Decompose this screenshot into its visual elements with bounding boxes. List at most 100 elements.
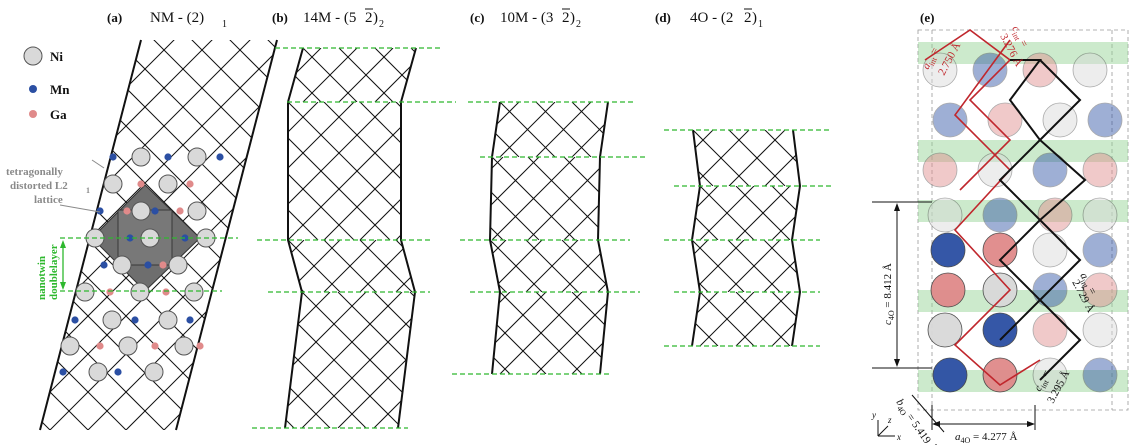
mn-atom (131, 316, 139, 324)
panel-a-grid-line (40, 40, 147, 430)
ni-atom (75, 282, 95, 302)
panel-b-grid-line (0, 292, 114, 428)
panel-c-grid-line (742, 240, 794, 292)
mn-atom (932, 102, 968, 138)
legend-ni-label: Ni (50, 49, 63, 64)
panel-d-grid-line (836, 240, 888, 292)
ni-atom (1082, 197, 1118, 233)
a4o-label: a4O = 4.277 Å (955, 431, 1017, 445)
ni-atom (922, 52, 958, 88)
panel-b-grid-line (590, 292, 726, 428)
panel-d-grid-line (727, 240, 781, 292)
panel-a-grid-line (524, 30, 944, 445)
panel-d-grid (260, 130, 1133, 346)
panel-b-grid-line (698, 292, 834, 428)
panel-b-grid-line (447, 48, 501, 102)
panel-d-grid-line (621, 130, 677, 186)
panel-a-grid-line (448, 30, 868, 445)
panel-b-grid-line (554, 292, 690, 428)
tetragonal-label-sub: 1 (86, 186, 90, 195)
panel-d-grid-line (404, 240, 456, 292)
panel-d-grid-line (764, 130, 800, 186)
panel-d-grid-line (628, 292, 682, 346)
panel-d-grid-line (592, 292, 646, 346)
panel-d-grid-line (801, 130, 857, 186)
panel-b-grid-line (519, 48, 573, 102)
panel-b-grid-line (504, 240, 556, 292)
ga-atom (106, 288, 114, 296)
panel-d-grid-line (872, 240, 924, 292)
ga-atom (930, 272, 966, 308)
mn-atom (186, 316, 194, 324)
panel-c-grid-line (346, 240, 398, 292)
panel-d-title: (d) 4O - (2 2 ) 1 (655, 8, 763, 30)
mn-atom (930, 232, 966, 268)
panel-d-grid-line (808, 186, 862, 240)
panel-d-title-bar: 2 (744, 10, 752, 26)
ni-atom (88, 362, 108, 382)
panel-b-grid-line (285, 292, 295, 428)
panel-d-segment (441, 130, 857, 186)
panel-b-grid-line (483, 48, 537, 102)
panel-b-grid-line (0, 292, 42, 428)
panel-d-grid-line (304, 186, 358, 240)
panel-c-grid-line (490, 240, 543, 292)
panel-d-grid-line (448, 292, 502, 346)
ni-atom (927, 197, 963, 233)
mn-atom (216, 153, 224, 161)
panel-a-grid-line (296, 30, 716, 445)
ga-atom (982, 232, 1018, 268)
ni-atom (174, 336, 194, 356)
panel-c-grid-line (204, 157, 287, 240)
panel-a-tag: (a) (107, 10, 122, 25)
panel-d-grid-line (584, 240, 636, 292)
panel-c-grid-line (634, 240, 686, 292)
panel-b-grid-line (432, 240, 484, 292)
panel-b-grid-line (0, 292, 6, 428)
panel-e-title: (e) (920, 10, 934, 25)
panel-c-grid-line (860, 102, 915, 157)
panel-c-grid-line (356, 102, 411, 157)
panel-c-grid-line (778, 240, 830, 292)
panel-d-grid-line (1124, 240, 1133, 292)
panel-a-grid-line (372, 30, 792, 445)
panel-a-boundary-right (175, 39, 278, 431)
panel-d-grid-line (296, 240, 348, 292)
panel-b-grid-line (735, 48, 789, 102)
panel-b-grid-line (684, 102, 822, 240)
panel-a-arrowhead-up (60, 240, 66, 248)
panel-b-grid-line (554, 292, 690, 428)
panel-c-grid-line (527, 157, 608, 240)
ga-atom (123, 207, 131, 215)
panel-d-grid-line (340, 186, 394, 240)
panel-b-grid-line (648, 102, 786, 240)
ni-atom (112, 255, 132, 275)
panel-d-grid-line (556, 186, 610, 240)
panel-d-grid-line (260, 240, 312, 292)
panel-d-grid-line (548, 240, 600, 292)
panel-b-grid-line (720, 240, 772, 292)
panel-b-grid-line (373, 292, 416, 428)
panel-d-grid-line (440, 240, 492, 292)
panel-d-grid-line (692, 240, 745, 292)
panel-b-grid-line (555, 48, 609, 102)
panel-d-grid-line (268, 186, 322, 240)
panel-c-grid-line (599, 157, 608, 240)
panel-d-grid-line (441, 130, 497, 186)
panel-d-grid-line (332, 240, 384, 292)
panel-b-grid-line (285, 102, 319, 240)
panel-a-grid-line (105, 40, 277, 430)
panel-d-grid-line (692, 130, 750, 186)
panel-e-atoms (922, 52, 1123, 393)
panel-b-grid-line (122, 292, 258, 428)
panel-b-segment (159, 48, 789, 102)
panel-b-grid-line (159, 48, 213, 102)
panel-c-grid-line (490, 292, 511, 374)
panel-b-grid-line (699, 48, 753, 102)
panel-b-grid-line (720, 102, 858, 240)
panel-c-grid-line (778, 240, 830, 292)
panel-d-grid-line (620, 240, 672, 292)
panel-a-title-sub: 1 (222, 19, 227, 30)
panel-b-grid-line (285, 292, 367, 428)
panel-b-grid-line (591, 48, 645, 102)
